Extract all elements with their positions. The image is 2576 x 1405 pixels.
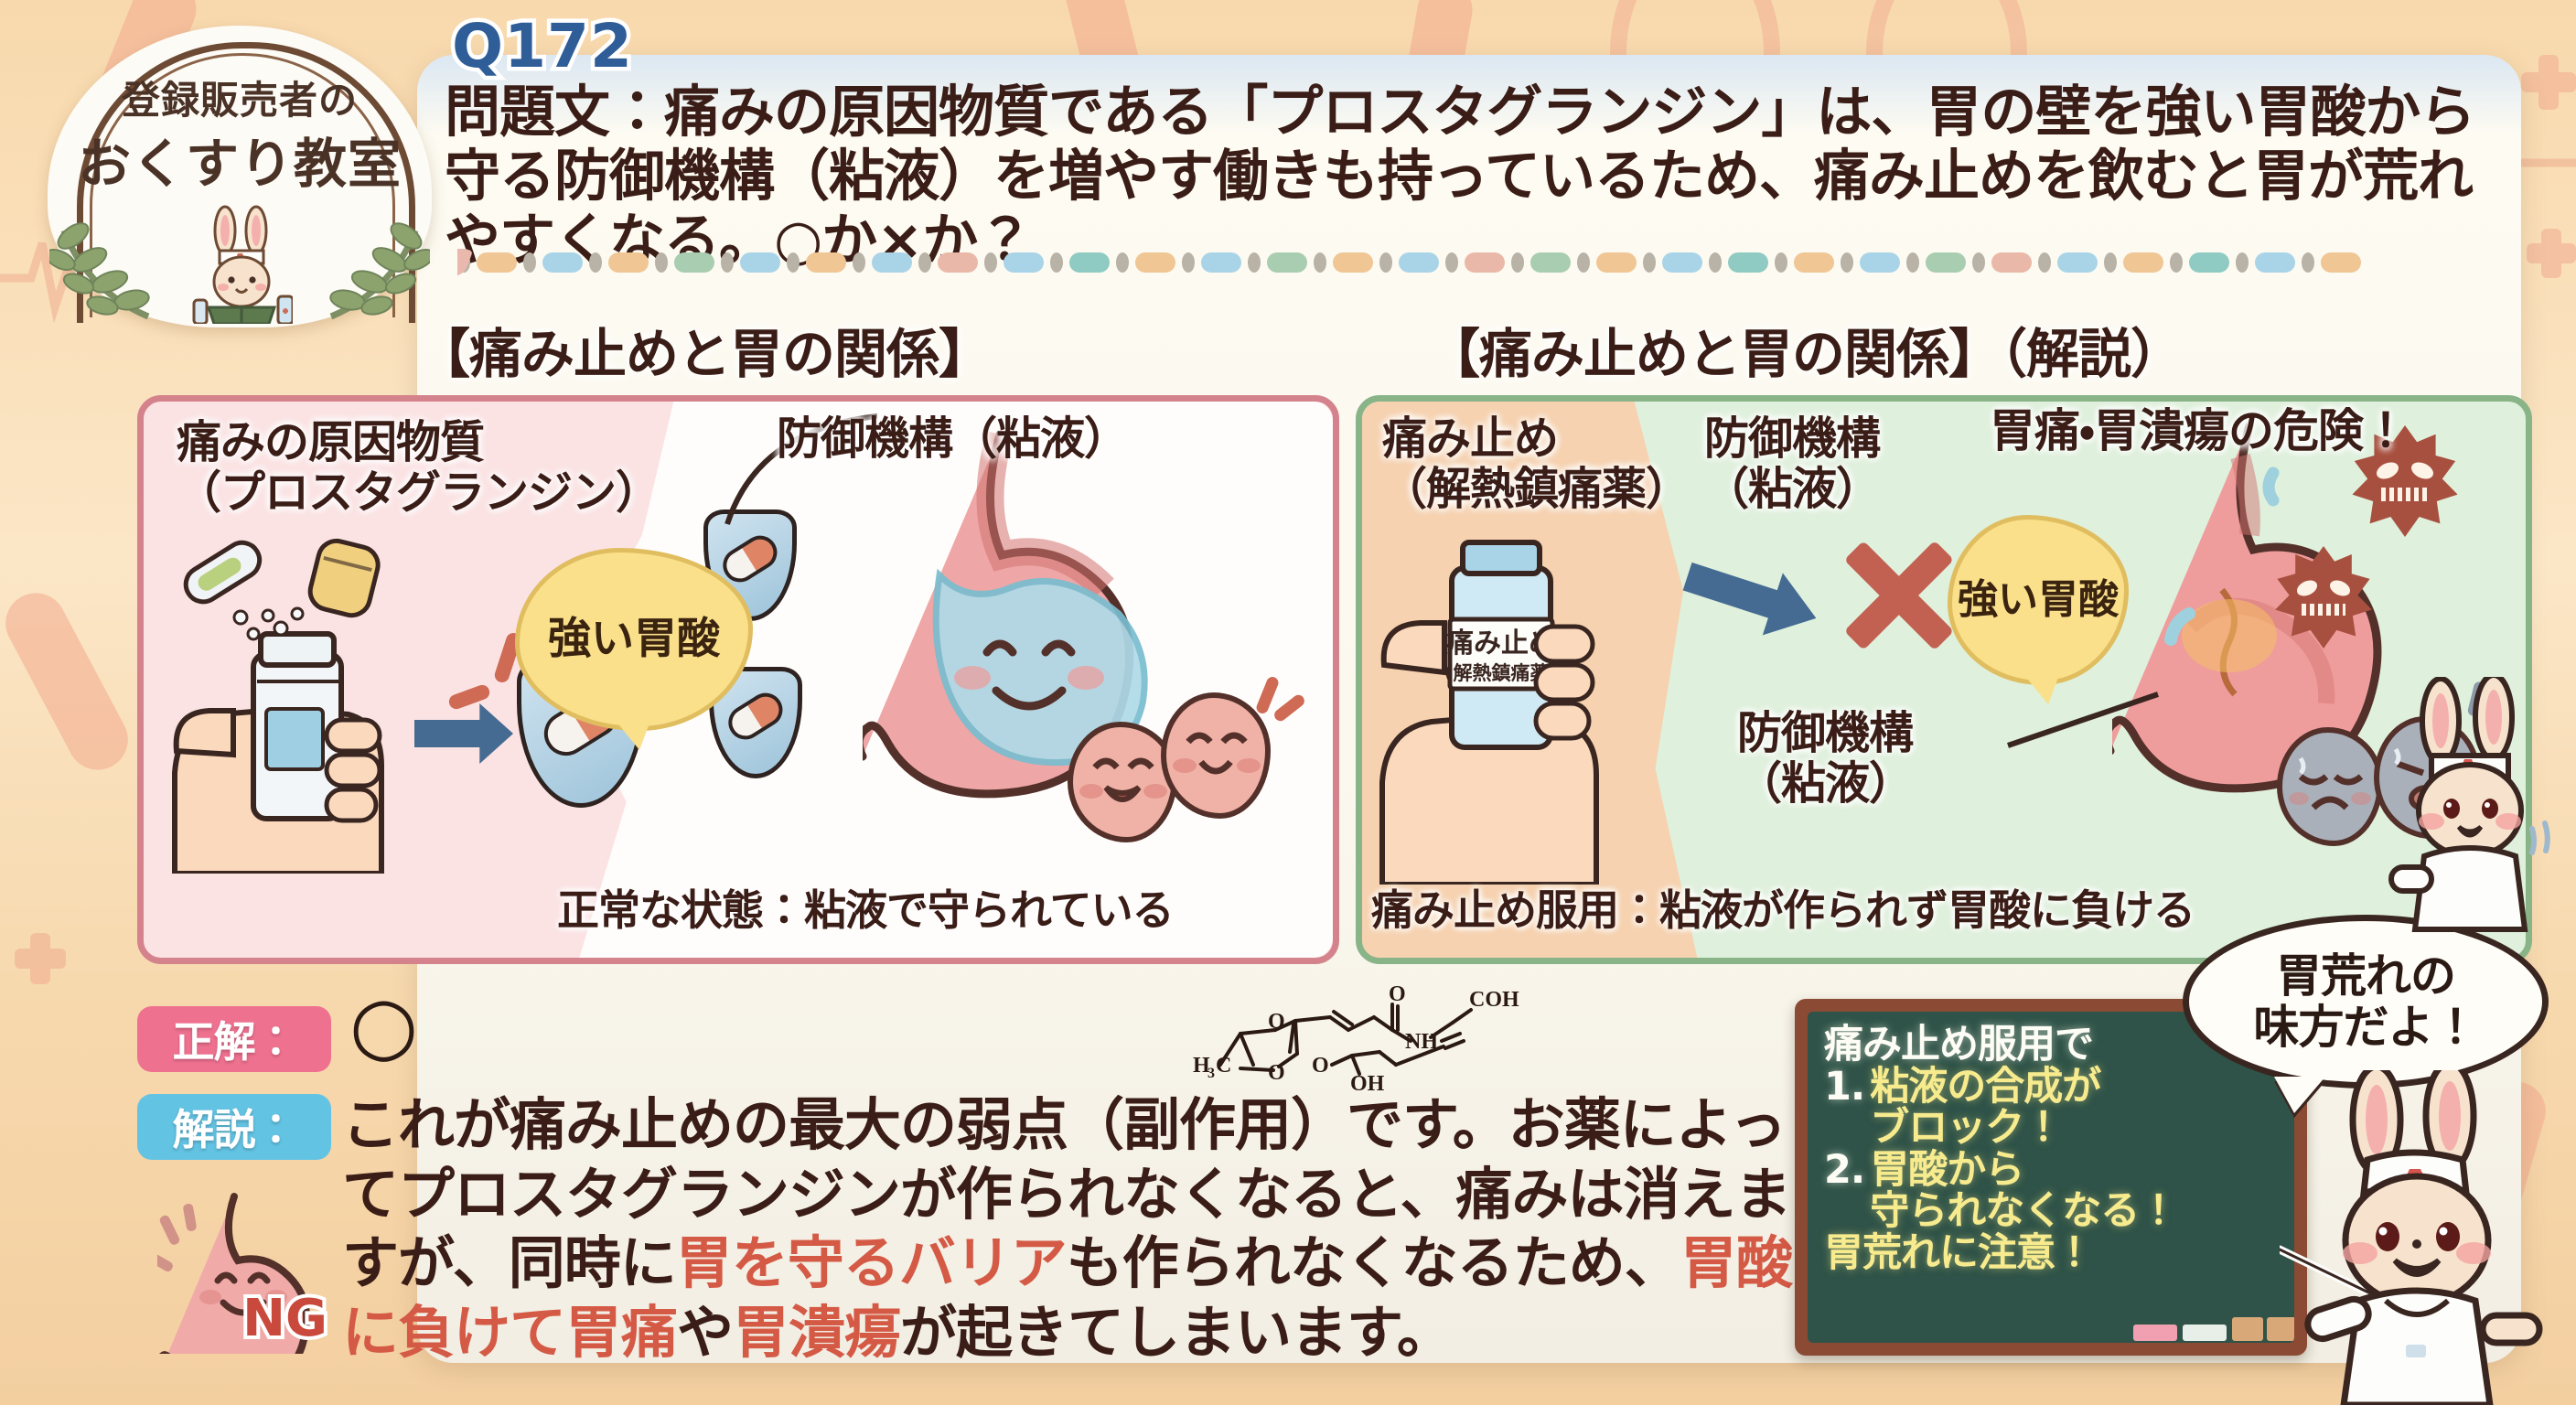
explanation-segment-1: 胃を守るバリア [675,1229,1068,1297]
logo-line1: 登録販売者の [121,78,358,123]
teacher-nurse-rabbit-icon [2280,1070,2543,1405]
question-number: Q172 [448,7,637,86]
sad-cell-icon [2277,727,2383,846]
answer-tag: 正解： [137,1006,331,1072]
background-pill-icon [0,582,139,781]
chemical-structure-diagram: H 3 C O O O O NH COH OH [1193,982,1519,1096]
explanation-tag: 解説： [137,1094,331,1160]
right-label-defense-line1: 防御機構 [1704,413,1881,465]
background-cross-icon [15,933,66,984]
eraser [2267,1317,2294,1341]
blackboard-footer: 胃荒れに注意！ [1824,1229,2094,1276]
explanation-text: これが痛み止めの最大の弱点（副作用）です。お薬によってプロスタグランジンが作られ… [342,1090,1806,1367]
eraser [2232,1317,2263,1341]
explanation-segment-5: 胃潰瘍 [733,1298,901,1366]
chem-label-coh: COH [1469,988,1519,1012]
blackboard-item1-line2: ブロック！ [1870,1105,2063,1152]
chalk-white [2183,1325,2227,1341]
right-label-painkiller-line2: （解熱鎮痛薬） [1382,462,1690,515]
explanation-segment-4: や [677,1298,734,1366]
right-label-defense2-line1: 防御機構 [1737,707,1914,759]
left-label-cause-line2: （プロスタグランジン） [177,466,660,519]
left-label-cause-line1: 痛みの原因物質 [177,416,485,468]
defense-leader-line [724,413,878,525]
blackboard-title: 痛み止め服用で [1824,1022,2094,1067]
panel-nurse-rabbit-icon [2388,677,2550,932]
ng-badge: NG [239,1285,331,1352]
damaged-stomach-icon [2112,420,2414,822]
left-panel-arrow-icon [414,703,513,764]
right-panel-arrow-icon [1677,545,1826,649]
chem-label-o: O [1268,1010,1285,1034]
blackboard-item1-line1: 粘液の合成が [1870,1063,2101,1110]
happy-cell-icon [1161,692,1271,819]
left-label-cause: 痛みの原因物質 （プロスタグランジン） [177,416,660,519]
blocked-x-icon [1841,531,1957,660]
left-panel: 強い胃酸 [137,395,1339,964]
laurel-right-icon [329,222,430,320]
blackboard-item2-number: 2. [1824,1146,1865,1193]
pill-divider [457,249,2470,276]
left-panel-caption: 正常な状態：粘液で守られている [557,885,1175,935]
blackboard-item1-number: 1. [1824,1063,1865,1110]
hand-with-pill-bottle-icon [172,538,384,874]
blackboard-frame: 痛み止め服用で 1. 粘液の合成が ブロック！ 2. 胃酸から 守られなくなる！… [1795,999,2307,1356]
explanation-segment-2: も作られなくなるため、 [1066,1229,1681,1297]
logo-line2: おくすり教室 [77,133,402,195]
right-panel-header: 【痛み止めと胃の関係】（解説） [1427,323,2184,385]
explanation-segment-0: これが痛み止めの最大の弱点（副作用）です。お薬によってプロスタグランジンが作られ… [342,1091,1792,1297]
chem-label-3: 3 [1208,1066,1215,1081]
chem-label-o: O [1389,982,1406,1006]
ng-stomach-icon: NG [157,1189,331,1354]
right-label-defense2-line2: （粘液） [1737,756,1914,810]
background-cross-icon [2521,55,2576,110]
hand-with-painkiller-bottle-icon: 痛み止め (解熱鎮痛薬) [1379,540,1599,885]
answer-value: ○ [349,980,419,1071]
right-label-defense2: 防御機構 （粘液） [1737,707,1914,810]
right-label-painkiller: 痛み止め （解熱鎮痛薬） [1382,413,1690,515]
explanation-segment-3: 胃酸に負けて胃痛 [342,1229,1793,1366]
channel-logo: 登録販売者の おくすり教室 [48,26,432,327]
mascot-speech-line2: 味方だよ！ [2253,1001,2479,1054]
chem-label-o: O [1312,1054,1329,1078]
right-label-defense: 防御機構 （粘液） [1704,413,1881,515]
chem-label-h3c: H [1193,1054,1210,1078]
explanation-segment-6: が起きてしまいます。 [900,1298,1454,1366]
background-cross-icon [2527,229,2576,278]
right-label-danger: 胃痛・胃潰瘍の危険！ [1990,404,2409,457]
happy-cell-icon [1068,722,1177,842]
strong-acid-bubble: 強い胃酸 [515,548,753,750]
logo-rabbit-mascot-icon [192,205,293,324]
logo-arc-outer [77,42,415,323]
chem-label-o: O [1268,1061,1285,1085]
chem-label-nh: NH [1405,1030,1438,1054]
right-label-painkiller-line1: 痛み止め [1382,413,1559,465]
right-panel-caption: 痛み止め服用：粘液が作られず胃酸に負ける [1371,885,2195,935]
mascot-speech-line1: 胃荒れの [2276,949,2456,1003]
laurel-left-icon [49,222,150,320]
chem-label-c: C [1216,1054,1231,1078]
right-panel: 痛み止め (解熱鎮痛薬) 強い胃酸 [1356,395,2532,964]
mascot-speech-bubble: 胃荒れの 味方だよ！ [2183,915,2549,1089]
left-panel-header: 【痛み止めと胃の関係】 [417,323,992,385]
logo-arc-inner [90,53,395,317]
blackboard-item2-line2: 守られなくなる！ [1870,1188,2178,1235]
defense2-leader-line [2007,692,2159,748]
right-label-defense-line2: （粘液） [1704,462,1881,515]
question-text: 問題文：痛みの原因物質である「プロスタグランジン」は、胃の壁を強い胃酸から守る防… [445,80,2475,273]
chalk-pink [2133,1325,2177,1341]
strong-acid-text: 強い胃酸 [1958,575,2119,623]
chem-label-oh: OH [1350,1072,1385,1096]
left-label-defense: 防御機構（粘液） [777,413,1129,465]
blackboard: 痛み止め服用で 1. 粘液の合成が ブロック！ 2. 胃酸から 守られなくなる！… [1808,1012,2294,1343]
blackboard-item2-line1: 胃酸から [1870,1146,2024,1193]
strong-acid-bubble: 強い胃酸 [1948,515,2129,704]
